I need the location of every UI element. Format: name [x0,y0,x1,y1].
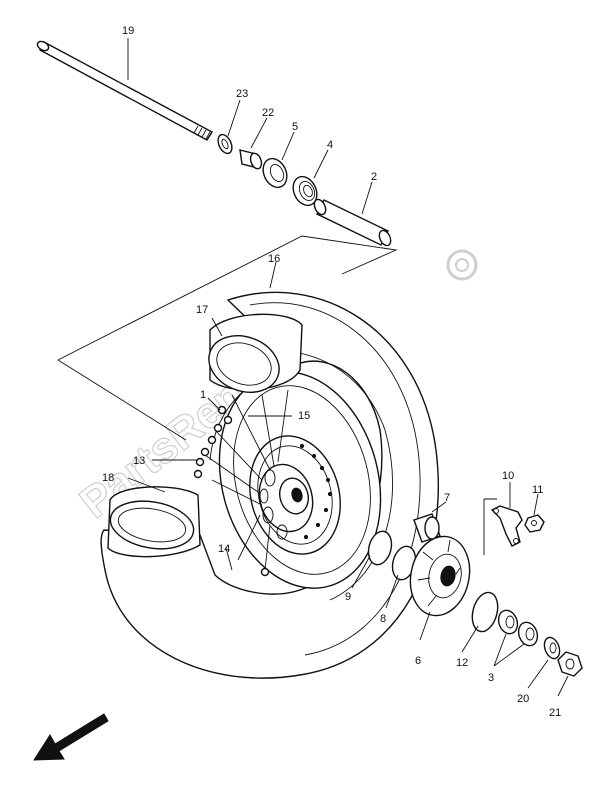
callout-5: 5 [292,121,298,133]
drive-hub-7 [413,513,441,543]
spokes [204,389,289,571]
gear-logo-icon [446,249,478,281]
tube-17 [208,313,303,393]
washer-20 [543,636,561,660]
callout-2: 2 [371,171,377,183]
o-ring-9 [367,530,393,566]
callout-8: 8 [380,613,386,625]
callout-21: 21 [549,707,561,719]
callout-23: 23 [236,88,248,100]
spoke-nipples-13 [193,405,270,577]
callout-18: 18 [102,472,114,484]
axle [36,40,213,141]
callout-numbers: 19 23 22 5 4 2 16 17 1 15 13 18 14 9 8 6… [102,25,561,719]
callout-11: 11 [532,484,543,496]
o-ring-12 [471,591,499,633]
leader-lines [127,38,569,697]
callout-3: 3 [488,672,494,684]
callout-13: 13 [133,455,145,467]
plate-10 [490,505,523,547]
callout-1: 1 [200,389,206,401]
callout-12: 12 [456,657,468,669]
callout-7: 7 [444,492,450,504]
callout-19: 19 [122,25,134,37]
washer-23 [217,133,233,155]
nut-11 [524,514,545,533]
callout-15: 15 [298,410,310,422]
callout-6: 6 [415,655,421,667]
callout-4: 4 [327,139,333,151]
callout-9: 9 [345,591,351,603]
callout-17: 17 [196,304,208,316]
tire-group-frame [57,235,398,361]
nut-21 [557,651,583,677]
bearing-4 [292,175,318,207]
gear-unit-6 [409,535,471,617]
oil-seal-5 [262,157,288,189]
bearings-3 [497,609,539,647]
callout-16: 16 [268,253,280,265]
callout-14: 14 [218,543,230,555]
tube-18 [107,486,201,558]
collar-2 [313,198,392,247]
front-arrow-icon [33,713,109,761]
callout-22: 22 [262,107,274,119]
bracket-frame [483,498,497,555]
callout-10: 10 [502,470,514,482]
callout-20: 20 [517,693,529,705]
spacer-22 [239,149,263,170]
